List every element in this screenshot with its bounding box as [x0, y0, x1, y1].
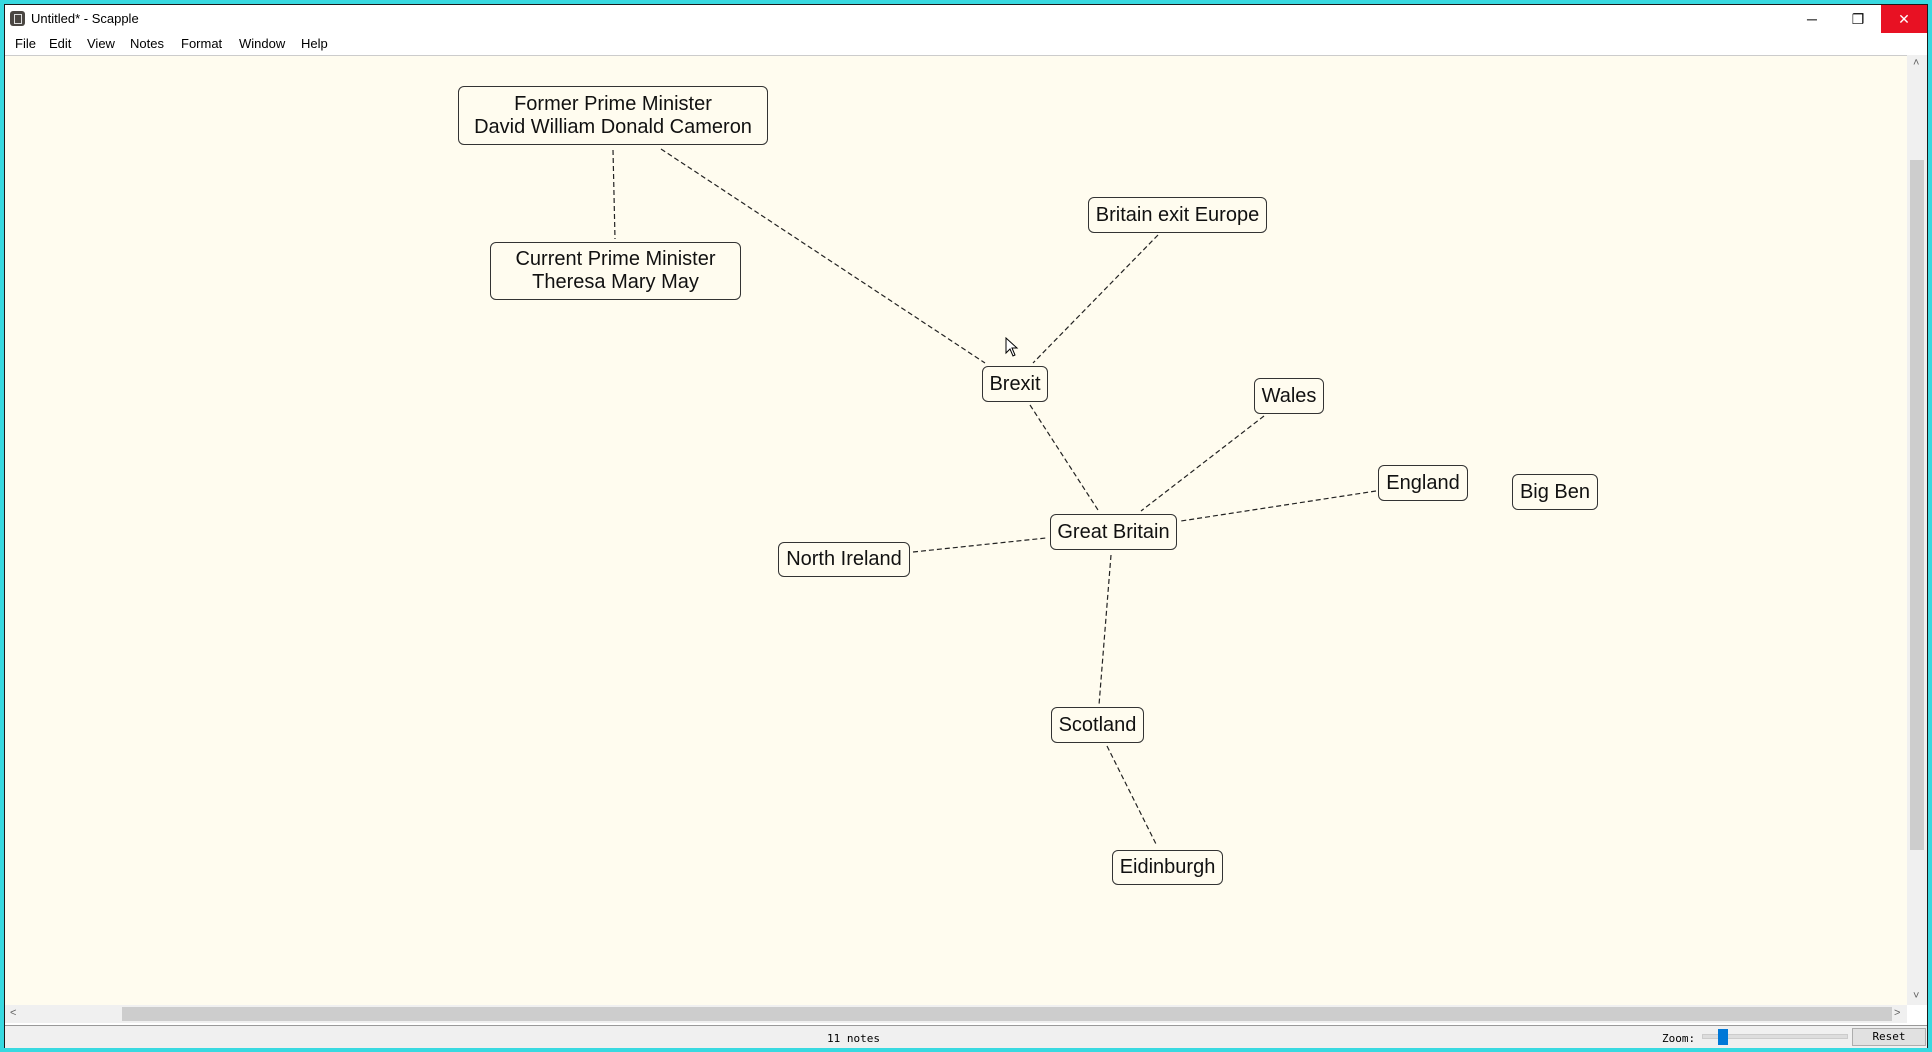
- note-text: Britain exit Europe: [1095, 203, 1260, 226]
- scroll-up-icon[interactable]: ˄: [1913, 57, 1920, 69]
- reset-zoom-button[interactable]: Reset: [1852, 1028, 1926, 1046]
- link-gb-scotland: [1098, 554, 1112, 706]
- link-former-brexit: [660, 148, 986, 364]
- window-title: Untitled* - Scapple: [31, 11, 139, 26]
- link-brexit-gb: [1029, 404, 1099, 511]
- link-wales-gb: [1140, 415, 1265, 512]
- horizontal-scrollbar[interactable]: < >: [5, 1005, 1907, 1023]
- vertical-scroll-thumb[interactable]: [1910, 160, 1924, 850]
- note-text: Eidinburgh: [1119, 856, 1216, 878]
- note-text: Theresa Mary May: [532, 271, 699, 293]
- note-big-ben[interactable]: Big Ben: [1512, 474, 1598, 510]
- horizontal-scroll-thumb[interactable]: [122, 1007, 1892, 1021]
- note-text: Brexit: [989, 372, 1041, 395]
- link-bee-brexit: [1032, 234, 1159, 364]
- menu-view[interactable]: View: [87, 36, 115, 51]
- note-count: 11 notes: [827, 1032, 880, 1045]
- zoom-label: Zoom:: [1662, 1032, 1696, 1045]
- scapple-canvas[interactable]: Former Prime Minister David William Dona…: [5, 55, 1907, 1006]
- note-wales[interactable]: Wales: [1254, 378, 1324, 414]
- note-eidinburgh[interactable]: Eidinburgh: [1112, 850, 1223, 885]
- connection-lines: [612, 148, 1377, 847]
- note-text: Former Prime Minister: [514, 92, 712, 115]
- note-great-britain[interactable]: Great Britain: [1050, 514, 1177, 550]
- menu-bar: File Edit View Notes Format Window Help: [5, 33, 1927, 55]
- title-bar: Untitled* - Scapple ─ ❐ ✕: [5, 5, 1927, 33]
- note-england[interactable]: England: [1378, 465, 1468, 501]
- note-britain-exit-europe[interactable]: Britain exit Europe: [1088, 197, 1267, 233]
- note-scotland[interactable]: Scotland: [1051, 707, 1144, 743]
- status-bar: 11 notes Zoom: Reset: [5, 1025, 1927, 1048]
- menu-file[interactable]: File: [15, 36, 36, 51]
- note-text: Big Ben: [1519, 480, 1591, 503]
- note-text: Wales: [1261, 384, 1317, 407]
- zoom-slider-thumb[interactable]: [1718, 1029, 1728, 1045]
- close-button[interactable]: ✕: [1881, 5, 1927, 33]
- scroll-right-icon[interactable]: >: [1894, 1007, 1901, 1019]
- note-former-pm[interactable]: Former Prime Minister David William Dona…: [458, 86, 768, 145]
- app-window: Untitled* - Scapple ─ ❐ ✕ File Edit View…: [4, 4, 1928, 1048]
- mouse-cursor-icon: [1005, 337, 1019, 357]
- note-text: North Ireland: [786, 548, 902, 570]
- menu-format[interactable]: Format: [181, 36, 223, 51]
- scroll-left-icon[interactable]: <: [10, 1007, 17, 1019]
- menu-window[interactable]: Window: [239, 36, 286, 51]
- link-england-gb: [1180, 490, 1377, 522]
- menu-notes[interactable]: Notes: [130, 36, 164, 51]
- restore-button[interactable]: ❐: [1851, 11, 1865, 27]
- menu-help[interactable]: Help: [301, 36, 328, 51]
- note-text: Great Britain: [1057, 520, 1170, 543]
- scroll-down-icon[interactable]: ˅: [1913, 990, 1920, 1002]
- zoom-slider[interactable]: [1702, 1034, 1848, 1039]
- minimize-button[interactable]: ─: [1807, 11, 1817, 27]
- link-scotland-eidinburgh: [1106, 745, 1158, 847]
- scapple-app-icon: [10, 11, 25, 26]
- menu-edit[interactable]: Edit: [49, 36, 72, 51]
- note-text: Current Prime Minister: [515, 248, 716, 270]
- note-current-pm[interactable]: Current Prime Minister Theresa Mary May: [490, 242, 741, 300]
- link-ni-gb: [912, 537, 1047, 553]
- vertical-scrollbar[interactable]: ˄ ˅: [1907, 55, 1927, 1005]
- note-brexit[interactable]: Brexit: [982, 366, 1048, 402]
- note-text: England: [1386, 471, 1460, 494]
- note-text: Scotland: [1058, 713, 1137, 736]
- note-north-ireland[interactable]: North Ireland: [778, 542, 910, 577]
- note-text: David William Donald Cameron: [474, 115, 752, 138]
- link-former-current: [612, 149, 616, 240]
